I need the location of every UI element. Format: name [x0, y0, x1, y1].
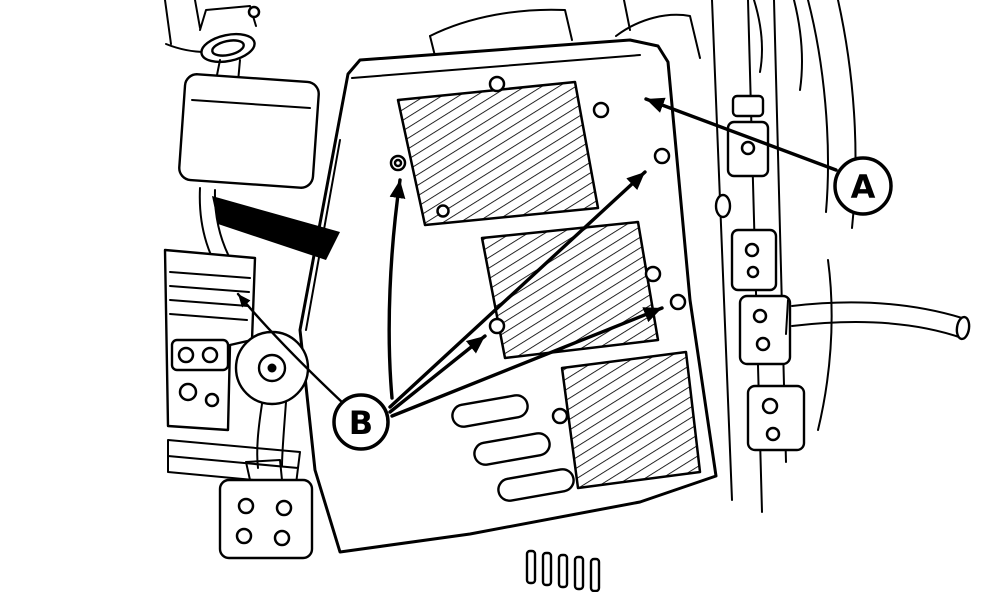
- bracket-bolt: [273, 529, 291, 547]
- cab-corner-line: [623, 0, 631, 31]
- frame-hole: [714, 193, 732, 219]
- arrow-b-to-bolt-4: [390, 306, 664, 418]
- callout-b-label: B: [349, 404, 373, 442]
- mount-bolt-center: [393, 158, 403, 168]
- engine-ribs: [169, 271, 251, 321]
- callout-b-circle: [332, 393, 390, 451]
- panel-fold: [351, 54, 641, 79]
- mount-bolt: [488, 317, 506, 335]
- hinge-block: [738, 294, 792, 366]
- bracket-arm: [245, 459, 283, 481]
- engine-fitting: [204, 392, 220, 408]
- vent-slot: [589, 557, 601, 592]
- frame-line: [164, 0, 172, 45]
- filler-cap-inner: [211, 39, 245, 57]
- mount-bolt: [551, 407, 569, 425]
- hose-line: [791, 321, 963, 339]
- frame-line: [194, 0, 201, 29]
- hose-line: [791, 301, 963, 319]
- bracket-bolt: [275, 499, 293, 517]
- cab-pillar-curve: [793, 0, 803, 91]
- bracket-bolt: [237, 497, 255, 515]
- body-curve: [807, 0, 829, 213]
- callout-a: A: [833, 156, 893, 216]
- mount-bolt: [644, 265, 662, 283]
- hinge-bolt: [752, 308, 768, 324]
- channel-ribs: [167, 439, 301, 485]
- mount-bolt: [669, 293, 687, 311]
- belt-line: [281, 401, 287, 467]
- hinge-bolt: [744, 242, 760, 258]
- louver-slot: [497, 468, 575, 502]
- vent-slot: [525, 549, 537, 585]
- cab-pillar-curve: [753, 0, 763, 73]
- engine-bay-machinery: [163, 0, 340, 560]
- hinge-block: [730, 228, 778, 292]
- right-frame-structure: [615, 0, 971, 513]
- pulley-center: [267, 363, 277, 373]
- arrow-b-to-bolt-3: [388, 334, 487, 414]
- bottom-vent-slots: [525, 549, 601, 592]
- reservoir-tank: [178, 73, 320, 189]
- hinge-bolt: [765, 426, 781, 442]
- arrow-b-to-bolt-2: [388, 170, 647, 409]
- shadow-wedge: [212, 196, 340, 260]
- body-curve: [817, 259, 833, 431]
- mount-bolt: [488, 75, 506, 93]
- bracket-bolt: [235, 527, 253, 545]
- arrow-b-to-clamp: [236, 292, 346, 406]
- hinge-block: [746, 384, 806, 452]
- callout-a-label: A: [851, 168, 876, 206]
- hinge-tab: [731, 94, 765, 118]
- callout-a-circle: [833, 156, 893, 216]
- mount-bolt: [592, 101, 610, 119]
- mount-bracket: [218, 478, 314, 560]
- callout-b: B: [332, 393, 390, 451]
- tank-seam: [191, 99, 311, 109]
- valve-port: [201, 346, 219, 364]
- hinge-bolt: [761, 397, 779, 415]
- hose-clamp: [785, 299, 789, 335]
- bracket-bolt: [247, 5, 261, 19]
- arrow-a-to-panel: [644, 97, 838, 172]
- callout-arrows: [236, 97, 838, 418]
- vent-grille-bottom: [560, 350, 702, 490]
- hinge-bolt: [740, 140, 756, 156]
- vent-grille-top: [396, 80, 600, 227]
- hinge-bolt: [755, 336, 771, 352]
- mount-bolt: [436, 204, 450, 218]
- hose-end: [955, 315, 971, 341]
- pillar-line: [711, 0, 733, 501]
- hood-edge: [429, 8, 573, 41]
- vent-slot: [541, 551, 553, 587]
- arrow-b-to-bolt-1: [387, 178, 406, 400]
- hinge-bolt: [746, 265, 760, 279]
- engine-fitting: [178, 382, 198, 402]
- vent-slot: [557, 553, 569, 589]
- mount-bolt: [653, 147, 671, 165]
- vent-slot: [573, 555, 585, 591]
- cap-bracket: [199, 5, 257, 31]
- cab-corner: [615, 13, 701, 59]
- louver-slot: [451, 394, 529, 428]
- valve-port: [177, 346, 195, 364]
- louver-slot: [473, 432, 551, 466]
- belt-line: [256, 403, 263, 469]
